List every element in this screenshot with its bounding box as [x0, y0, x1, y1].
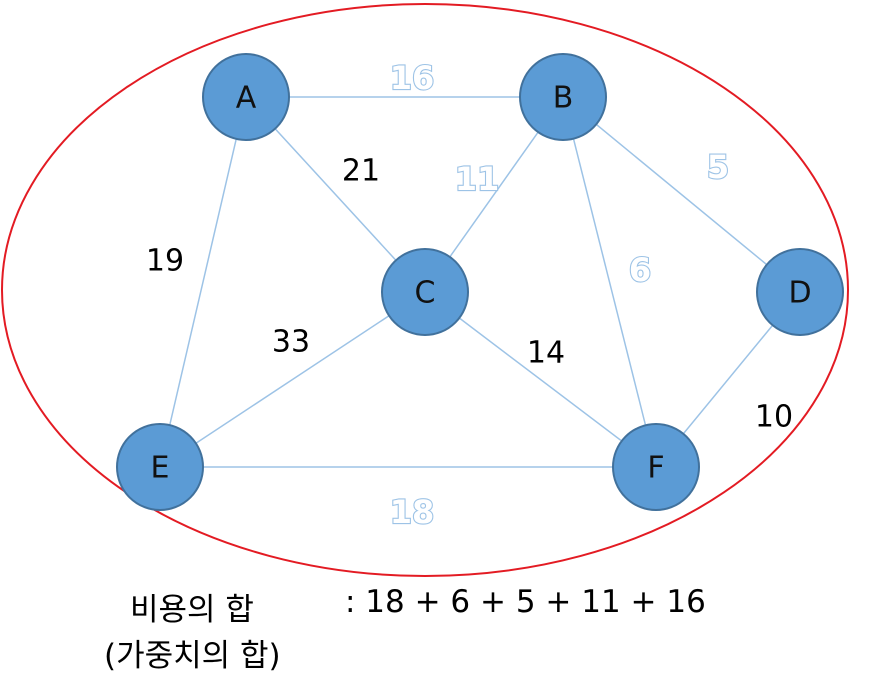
node-label-e: E — [151, 451, 170, 486]
edge-weight-c-e: 33 — [272, 325, 310, 360]
cost-sum-expression: : 18 + 6 + 5 + 11 + 16 — [345, 584, 706, 620]
edge-weight-e-f: 18 — [390, 493, 435, 531]
node-b: B — [519, 53, 607, 141]
edge-a-c — [245, 96, 426, 293]
edge-weight-d-f: 10 — [755, 400, 793, 435]
node-circle-b — [519, 53, 607, 141]
edge-c-e — [159, 291, 426, 468]
node-label-c: C — [415, 276, 436, 311]
edge-b-d — [562, 96, 801, 293]
node-circle-c — [381, 248, 469, 336]
edge-weight-b-d: 5 — [707, 148, 729, 186]
edge-weight-a-e: 19 — [146, 244, 184, 279]
node-e: E — [116, 423, 204, 511]
edge-weight-c-f: 14 — [527, 336, 565, 371]
weight-sum-label: (가중치의 합) — [104, 638, 281, 674]
edge-weight-b-f: 6 — [629, 251, 651, 289]
edges-layer — [159, 96, 801, 468]
node-c: C — [381, 248, 469, 336]
node-a: A — [202, 53, 290, 141]
node-circle-e — [116, 423, 204, 511]
node-label-b: B — [553, 81, 574, 116]
edge-weight-b-c: 11 — [455, 160, 500, 198]
edge-a-e — [159, 96, 247, 468]
cost-sum-label: 비용의 합 — [130, 592, 254, 628]
edge-c-f — [424, 291, 657, 468]
edge-weight-a-b: 16 — [390, 59, 435, 97]
node-label-f: F — [647, 451, 664, 486]
node-circle-f — [612, 423, 700, 511]
spanning-tree-boundary-ellipse — [1, 3, 849, 577]
node-label-d: D — [788, 276, 811, 311]
edge-weight-a-c: 21 — [342, 154, 380, 189]
nodes-layer: A B C D E F — [116, 53, 844, 511]
node-label-a: A — [236, 81, 257, 116]
node-circle-a — [202, 53, 290, 141]
edge-weight-labels: 16 21 19 11 5 6 33 14 10 18 — [146, 58, 793, 532]
node-d: D — [756, 248, 844, 336]
edge-b-f — [562, 96, 657, 468]
node-f: F — [612, 423, 700, 511]
node-circle-d — [756, 248, 844, 336]
